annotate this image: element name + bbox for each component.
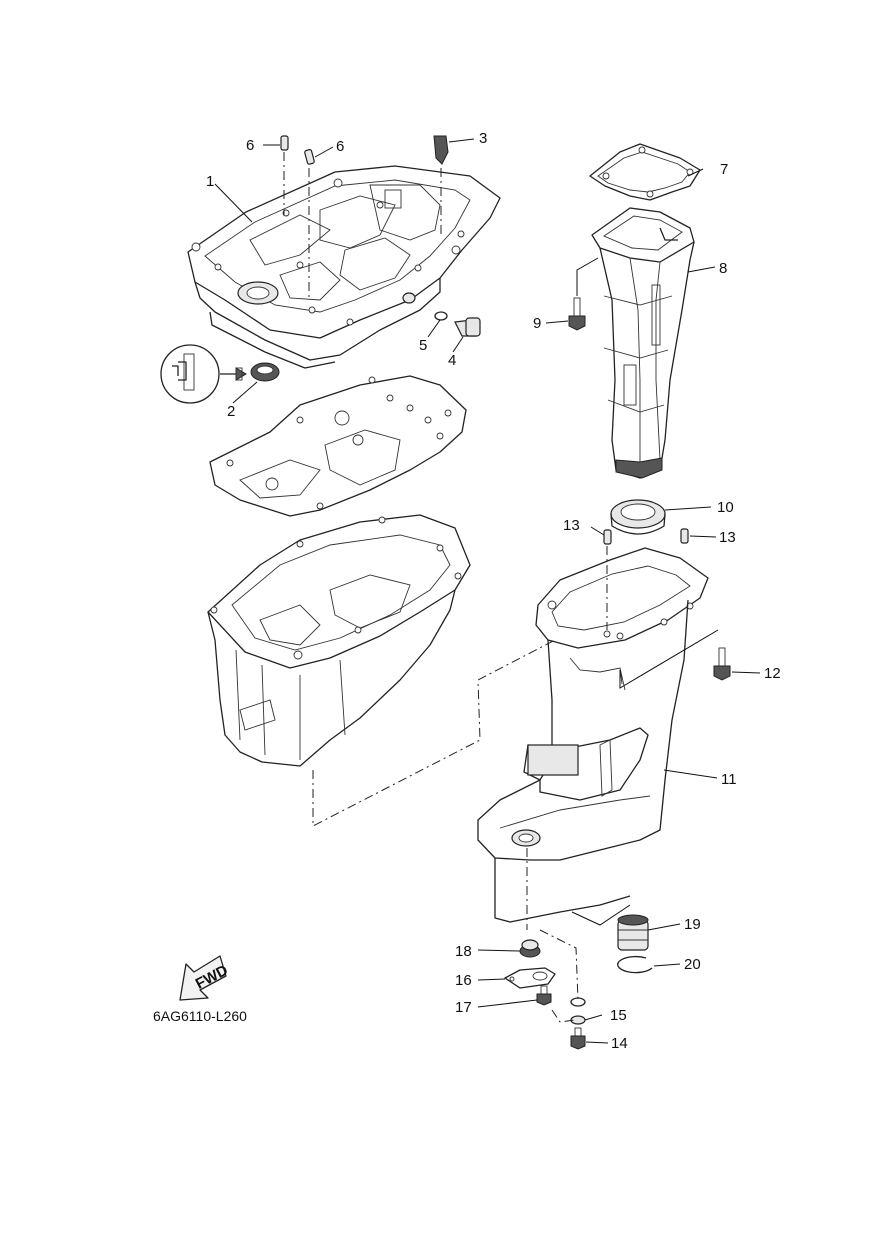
callout-12: 12 [764, 665, 781, 682]
bolt-part-14 [570, 1027, 586, 1050]
plug-part-3 [433, 135, 449, 238]
gasket-part-16 [504, 967, 556, 989]
oil-seal-part-2 [160, 344, 280, 404]
callout-1: 1 [206, 173, 214, 190]
callout-16: 16 [455, 972, 472, 989]
callout-numbers: 1 2 3 4 5 6 6 7 8 9 10 11 12 13 13 14 15… [206, 130, 781, 1052]
callout-14: 14 [611, 1035, 628, 1052]
callout-5: 5 [419, 337, 427, 354]
upper-casing-part-1 [187, 165, 501, 369]
dowel-pin-part-13b [680, 528, 689, 544]
callout-6a: 6 [246, 137, 254, 154]
bolt-part-17 [536, 985, 552, 1006]
dowel-pin-part-6a [280, 135, 289, 215]
callout-8: 8 [719, 260, 727, 277]
callout-6b: 6 [336, 138, 344, 155]
gasket-part-5 [402, 292, 448, 321]
drive-shaft-housing-part-11 [477, 547, 719, 1001]
callout-15: 15 [610, 1007, 627, 1024]
dowel-pin-part-6b [304, 149, 315, 300]
callout-20: 20 [684, 956, 701, 973]
gasket-part-7 [589, 143, 701, 201]
callout-11: 11 [721, 771, 737, 788]
grommet-part-19 [617, 914, 649, 951]
callout-9: 9 [533, 315, 541, 332]
callout-13a: 13 [563, 517, 580, 534]
callout-19: 19 [684, 916, 701, 933]
washer-part-15 [551, 997, 586, 1025]
callout-3: 3 [479, 130, 487, 147]
diagram-code: 6AG6110-L260 [153, 1008, 247, 1024]
bolt-part-4 [454, 317, 481, 337]
dowel-pin-part-13a [603, 529, 612, 630]
lower-casing-block [207, 514, 471, 767]
fwd-arrow-icon: FWD [179, 955, 231, 1001]
callout-17: 17 [455, 999, 472, 1016]
callout-13b: 13 [719, 529, 736, 546]
callout-18: 18 [455, 943, 472, 960]
rubber-seal-part-10 [610, 499, 666, 535]
bolt-part-9 [568, 257, 599, 331]
exhaust-muffler-part-8 [591, 207, 695, 479]
callout-7: 7 [720, 161, 728, 178]
bolt-part-12 [713, 647, 731, 681]
callout-4: 4 [448, 352, 456, 369]
callout-2: 2 [227, 403, 235, 420]
circlip-part-20 [617, 955, 653, 974]
grommet-part-18 [519, 939, 541, 958]
exhaust-gasket [209, 375, 467, 517]
callout-10: 10 [717, 499, 734, 516]
leader-lines [214, 138, 761, 1044]
